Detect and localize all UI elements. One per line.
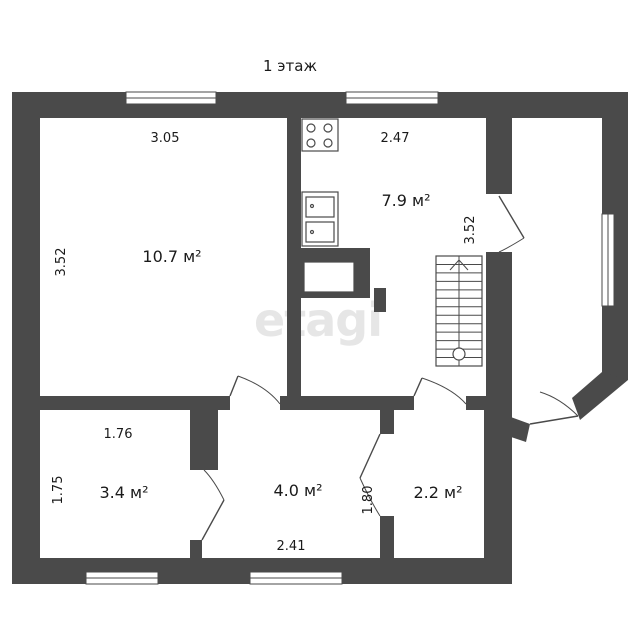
- wall-small-hall-upper: [190, 410, 218, 470]
- window-right: [601, 213, 615, 307]
- window-bottom-center: [249, 571, 343, 585]
- doors: [201, 195, 579, 541]
- sink: [301, 191, 339, 247]
- small-room-height-label: 1.75: [51, 476, 66, 505]
- fridge: [296, 248, 370, 298]
- wall-diagonal-stub: [508, 416, 530, 442]
- kitchen-height-label: 3.52: [463, 216, 478, 245]
- door-living: [229, 375, 281, 405]
- door-hall-top: [413, 377, 467, 405]
- door-diagonal: [529, 391, 579, 425]
- wall-right-lower: [484, 398, 512, 584]
- small-room-area-label: 3.4 м²: [99, 483, 148, 502]
- wall-diagonal: [572, 372, 628, 420]
- watermark: etagi: [254, 293, 382, 347]
- window-bottom-left: [85, 571, 159, 585]
- stove: [301, 118, 339, 152]
- wall-mid-left: [12, 396, 230, 410]
- wall-small-hall-lower: [190, 540, 202, 558]
- small-room-width-label: 1.76: [104, 427, 133, 442]
- living-width-label: 3.05: [151, 131, 180, 146]
- kitchen-width-label: 2.47: [381, 131, 410, 146]
- wall-left: [12, 92, 40, 584]
- kitchen-area-label: 7.9 м²: [381, 191, 430, 210]
- wall-living-kitchen: [287, 118, 301, 410]
- hall-area-label: 4.0 м²: [273, 481, 322, 500]
- wall-mid-center: [280, 396, 414, 410]
- door-small-room: [201, 469, 225, 541]
- wall-kitchen-right-lower: [486, 252, 512, 410]
- door-bath: [359, 433, 381, 517]
- window-living-top: [125, 91, 217, 105]
- stair-arrow-icon: [449, 259, 469, 271]
- staircase: [435, 255, 483, 367]
- window-kitchen-top: [345, 91, 439, 105]
- wall-hall-bath-lower: [380, 516, 394, 558]
- door-kitchen-right: [498, 195, 525, 253]
- living-height-label: 3.52: [54, 248, 69, 277]
- floor-title: 1 этаж: [263, 57, 317, 75]
- wall-top-right: [512, 92, 628, 118]
- wall-hall-bath-upper: [380, 410, 394, 434]
- wall-kitchen-right-upper: [486, 118, 512, 194]
- wall-stub: [374, 288, 386, 312]
- living-area-label: 10.7 м²: [142, 247, 201, 266]
- bath-area-label: 2.2 м²: [413, 483, 462, 502]
- hall-height-label: 1.80: [361, 486, 376, 515]
- windows: [85, 91, 615, 585]
- hall-width-label: 2.41: [277, 539, 306, 554]
- stair-start-icon: [452, 347, 466, 361]
